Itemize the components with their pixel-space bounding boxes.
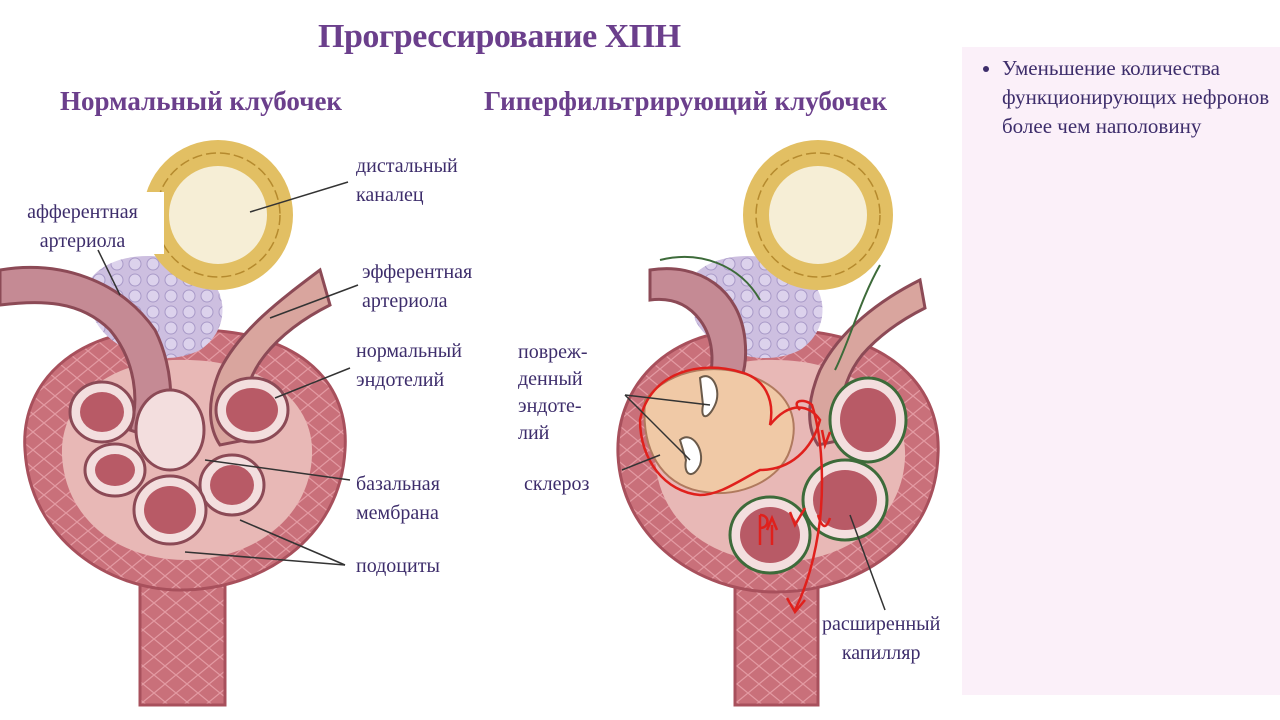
bullet-list: Уменьшение количества функционирующих не…: [962, 54, 1280, 141]
label-damaged-endothelium: повреж- денный эндоте- лий: [518, 341, 588, 444]
right-leader-lines: [621, 394, 886, 611]
left-heading: Нормальный клубочек: [60, 86, 342, 116]
label-podocytes: подоциты: [356, 555, 440, 577]
red-annotations: [638, 366, 832, 615]
bullet-item: Уменьшение количества функционирующих не…: [1002, 54, 1280, 141]
left-leader-lines: [97, 181, 359, 566]
normal-glomerulus-drawing: [0, 140, 347, 707]
side-panel: Уменьшение количества функционирующих не…: [962, 47, 1280, 695]
glomerulus-illustration: [0, 140, 940, 707]
right-heading: Гиперфильтрирующий клубочек: [484, 86, 888, 116]
hyperfiltering-glomerulus-drawing: [616, 140, 940, 707]
label-sclerosis: склероз: [524, 473, 590, 495]
slide-title: Прогрессирование ХПН: [318, 18, 681, 55]
